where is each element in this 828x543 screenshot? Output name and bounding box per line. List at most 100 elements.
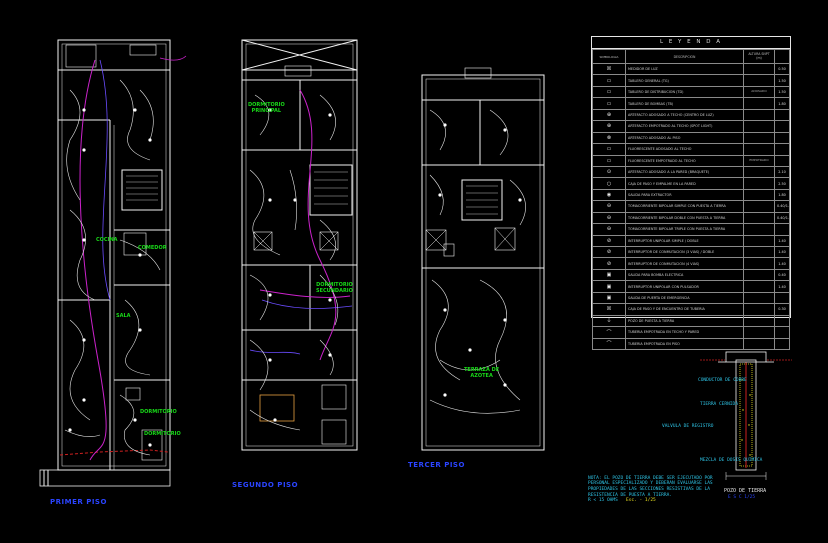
room-label-sala: SALA bbox=[116, 313, 131, 319]
legend-row: ▭TABLERO DE BOMBAS (TB)1.80 bbox=[592, 97, 790, 110]
room-label-dormitorio-secundario: DORMITORIO SECUNDARIO bbox=[316, 282, 353, 294]
legend-description: CAJA DE PASO Y EMPALME EN LA PARED bbox=[625, 177, 744, 190]
legend-symbol-icon: ⏚ bbox=[592, 314, 626, 328]
well-label-chemical: MEZCLA DE DOSIS QUIMICA bbox=[700, 458, 763, 463]
legend-description: FLUORESCENTE EMPOTRADO AL TECHO bbox=[625, 154, 744, 167]
legend-row: ⊖TOMACORRIENTE BIPOLAR DOBLE CON PUESTA … bbox=[592, 211, 790, 225]
legend-height-value: 1.40 bbox=[774, 257, 790, 270]
legend-height-note bbox=[743, 62, 775, 76]
legend-height-note bbox=[743, 211, 775, 225]
legend-height-note bbox=[743, 74, 775, 87]
legend-height-value bbox=[774, 108, 790, 122]
legend-height-value: 1.50 bbox=[774, 85, 790, 99]
legend-header-description: DESCRIPCION bbox=[625, 49, 744, 64]
legend-height-note bbox=[743, 131, 775, 145]
legend-height-note bbox=[743, 177, 775, 190]
legend-height-note bbox=[743, 97, 775, 110]
room-label-terraza: TERRAZA DE AZOTEA bbox=[464, 367, 500, 379]
legend-height-value: 1.40 bbox=[774, 234, 790, 248]
legend-row: ☒MEDIDOR DE LUZ 0.50 bbox=[592, 62, 790, 76]
legend-description: INTERRUPTOR UNIPOLAR CON PULSADOR bbox=[625, 280, 744, 293]
legend-description: CAJA DE PASO Y DE ENCUENTRO DE TUBERIA bbox=[625, 303, 744, 316]
legend-height-value: 2.10 bbox=[774, 165, 790, 179]
legend-height-note bbox=[743, 143, 775, 156]
well-title: POZO DE TIERRA bbox=[724, 488, 767, 494]
legend-height-value: 0.40 bbox=[774, 268, 790, 282]
legend-description: INTERRUPTOR UNIPOLAR SIMPLE / DOBLE bbox=[625, 234, 744, 248]
first-floor-title: PRIMER PISO bbox=[50, 498, 107, 506]
legend-row: ⏚POZO DE PUESTA A TIERRA bbox=[592, 314, 790, 328]
legend-description: TOMACORRIENTE BIPOLAR SIMPLE CON PUESTA … bbox=[625, 200, 744, 213]
legend-height-value bbox=[774, 291, 790, 305]
legend-row: ⊙ARTEFACTO ADOSADO A LA PARED (BRAQUETE)… bbox=[592, 165, 790, 179]
legend-row: ⊖TOMACORRIENTE BIPOLAR TRIPLE CON PUESTA… bbox=[592, 223, 790, 236]
legend-height-value: 0.30 bbox=[774, 303, 790, 316]
legend-height-note bbox=[743, 291, 775, 305]
legend-height-note bbox=[743, 108, 775, 122]
legend-header-row: SIMBOLOGIA DESCRIPCION ALTURA SNPT (m) bbox=[592, 49, 790, 64]
legend-symbol-icon: ▭ bbox=[592, 85, 626, 99]
legend-description: TOMACORRIENTE BIPOLAR TRIPLE CON PUESTA … bbox=[625, 223, 744, 236]
legend-row: ⊘INTERRUPTOR DE CONMUTACION (3 VIAS) / D… bbox=[592, 245, 790, 259]
legend-description: POZO DE PUESTA A TIERRA bbox=[625, 314, 744, 328]
legend-height-value bbox=[774, 131, 790, 145]
legend-description: TOMACORRIENTE BIPOLAR DOBLE CON PUESTA A… bbox=[625, 211, 744, 225]
well-scale: E S C 1/25 bbox=[728, 495, 756, 500]
legend-row: ⊖TOMACORRIENTE BIPOLAR SIMPLE CON PUESTA… bbox=[592, 200, 790, 213]
room-label-comedor: COMEDOR bbox=[138, 245, 167, 251]
legend-height-value: 2.50 bbox=[774, 177, 790, 190]
title-block-stamps bbox=[129, 44, 492, 79]
legend-symbol-icon: ◉ bbox=[592, 188, 626, 202]
legend-symbol-icon: ▭ bbox=[592, 154, 626, 167]
legend-description: INTERRUPTOR DE CONMUTACION (4 VIAS) bbox=[625, 257, 744, 270]
legend-description: TABLERO DE BOMBAS (TB) bbox=[625, 97, 744, 110]
legend-symbol-icon: ☒ bbox=[592, 303, 626, 316]
legend-title: L E Y E N D A bbox=[592, 37, 790, 49]
legend-height-note bbox=[743, 303, 775, 316]
legend-symbol-icon: ⊕ bbox=[592, 120, 626, 133]
legend-header-height: ALTURA SNPT (m) bbox=[743, 49, 775, 64]
legend-row: ⊗ARTEFACTO ADOSADO AL PISO bbox=[592, 131, 790, 145]
legend-height-value: 0.40/1.10 bbox=[774, 200, 790, 213]
legend-height-note bbox=[743, 223, 775, 236]
legend-row: ☒CAJA DE PASO Y DE ENCUENTRO DE TUBERIA 0… bbox=[592, 303, 790, 316]
legend-height-value: 0.50 bbox=[774, 62, 790, 76]
room-label-dormitorio-b: DORMITORIO bbox=[144, 431, 181, 437]
second-floor-title: SEGUNDO PISO bbox=[232, 481, 299, 489]
legend-symbol-icon: ⊗ bbox=[592, 131, 626, 145]
legend-height-value bbox=[774, 337, 790, 350]
well-label-soil: TIERRA CERNIDA bbox=[700, 402, 738, 407]
legend-height-note bbox=[743, 234, 775, 248]
legend-symbol-icon: ⊖ bbox=[592, 200, 626, 213]
legend-row: ⌒TUBERIA EMPOTRADA EN TECHO Y PARED bbox=[592, 326, 790, 339]
legend-symbol-icon: ☒ bbox=[592, 62, 626, 76]
legend-symbol-icon: ○ bbox=[592, 177, 626, 190]
legend-height-value bbox=[774, 314, 790, 328]
legend-description: TUBERIA EMPOTRADA EN PISO bbox=[625, 337, 744, 350]
well-note-text: NOTA: EL POZO DE TIERRA DEBE SER EJECUTA… bbox=[588, 475, 713, 498]
legend-description: MEDIDOR DE LUZ bbox=[625, 62, 744, 76]
legend-symbol-icon: ⊙ bbox=[592, 165, 626, 179]
legend-description: INTERRUPTOR DE CONMUTACION (3 VIAS) / DO… bbox=[625, 245, 744, 259]
legend-height-value bbox=[774, 154, 790, 167]
legend-height-note: ADOSADO bbox=[743, 85, 775, 99]
room-label-cocina: COCINA bbox=[96, 237, 118, 243]
well-note-tail: R < 15 OHMS bbox=[588, 498, 618, 504]
legend-description: TABLERO GENERAL (TG) bbox=[625, 74, 744, 87]
first-floor-plan bbox=[39, 39, 187, 487]
legend-height-note bbox=[743, 188, 775, 202]
legend-symbol-icon: ▭ bbox=[592, 74, 626, 87]
legend-symbol-icon: ⊕ bbox=[592, 108, 626, 122]
legend-height-note bbox=[743, 314, 775, 328]
legend-height-note bbox=[743, 337, 775, 350]
legend-height-value: 1.80 bbox=[774, 97, 790, 110]
well-note: NOTA: EL POZO DE TIERRA DEBE SER EJECUTA… bbox=[588, 470, 723, 504]
legend-header-value bbox=[774, 49, 790, 64]
well-label-valve: VALVULA DE REGISTRO bbox=[662, 424, 714, 429]
